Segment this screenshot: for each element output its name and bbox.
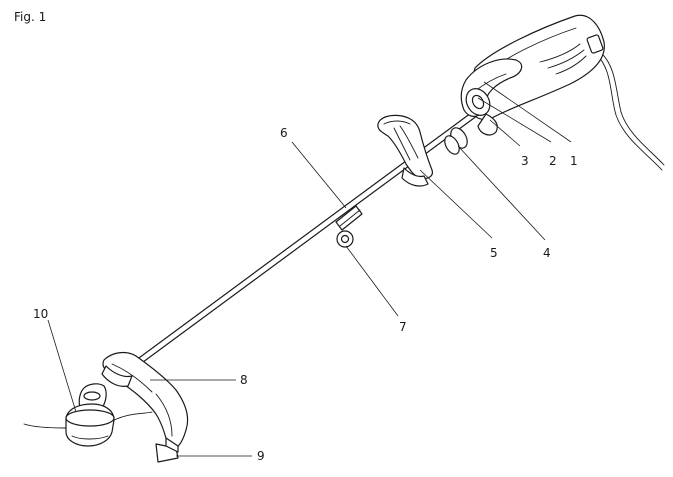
auxiliary-handle <box>377 114 433 187</box>
callout-4: 4 <box>543 246 551 260</box>
motor-housing <box>467 14 605 121</box>
line-cutter <box>155 437 179 463</box>
guard <box>101 351 189 450</box>
switch-assembly <box>465 88 498 136</box>
shaft <box>118 106 484 378</box>
callout-labels: 1 2 3 4 5 6 7 8 9 10 <box>33 126 578 463</box>
leader-lines <box>47 81 572 457</box>
coupling-knob <box>336 230 354 248</box>
figure-title: Fig. 1 <box>14 10 46 24</box>
adjustment-collar <box>444 127 468 155</box>
callout-5: 5 <box>490 246 498 260</box>
trimmer-head <box>23 383 153 447</box>
cutting-line <box>23 423 67 429</box>
power-cord <box>596 54 663 171</box>
callout-7: 7 <box>399 320 407 334</box>
callout-6: 6 <box>280 126 288 140</box>
callout-3: 3 <box>521 154 529 168</box>
callout-2: 2 <box>549 154 557 168</box>
shaft-coupling <box>335 205 363 231</box>
callout-10: 10 <box>33 307 48 321</box>
callout-8: 8 <box>240 373 248 387</box>
callout-1: 1 <box>570 154 578 168</box>
callout-9: 9 <box>257 449 265 463</box>
